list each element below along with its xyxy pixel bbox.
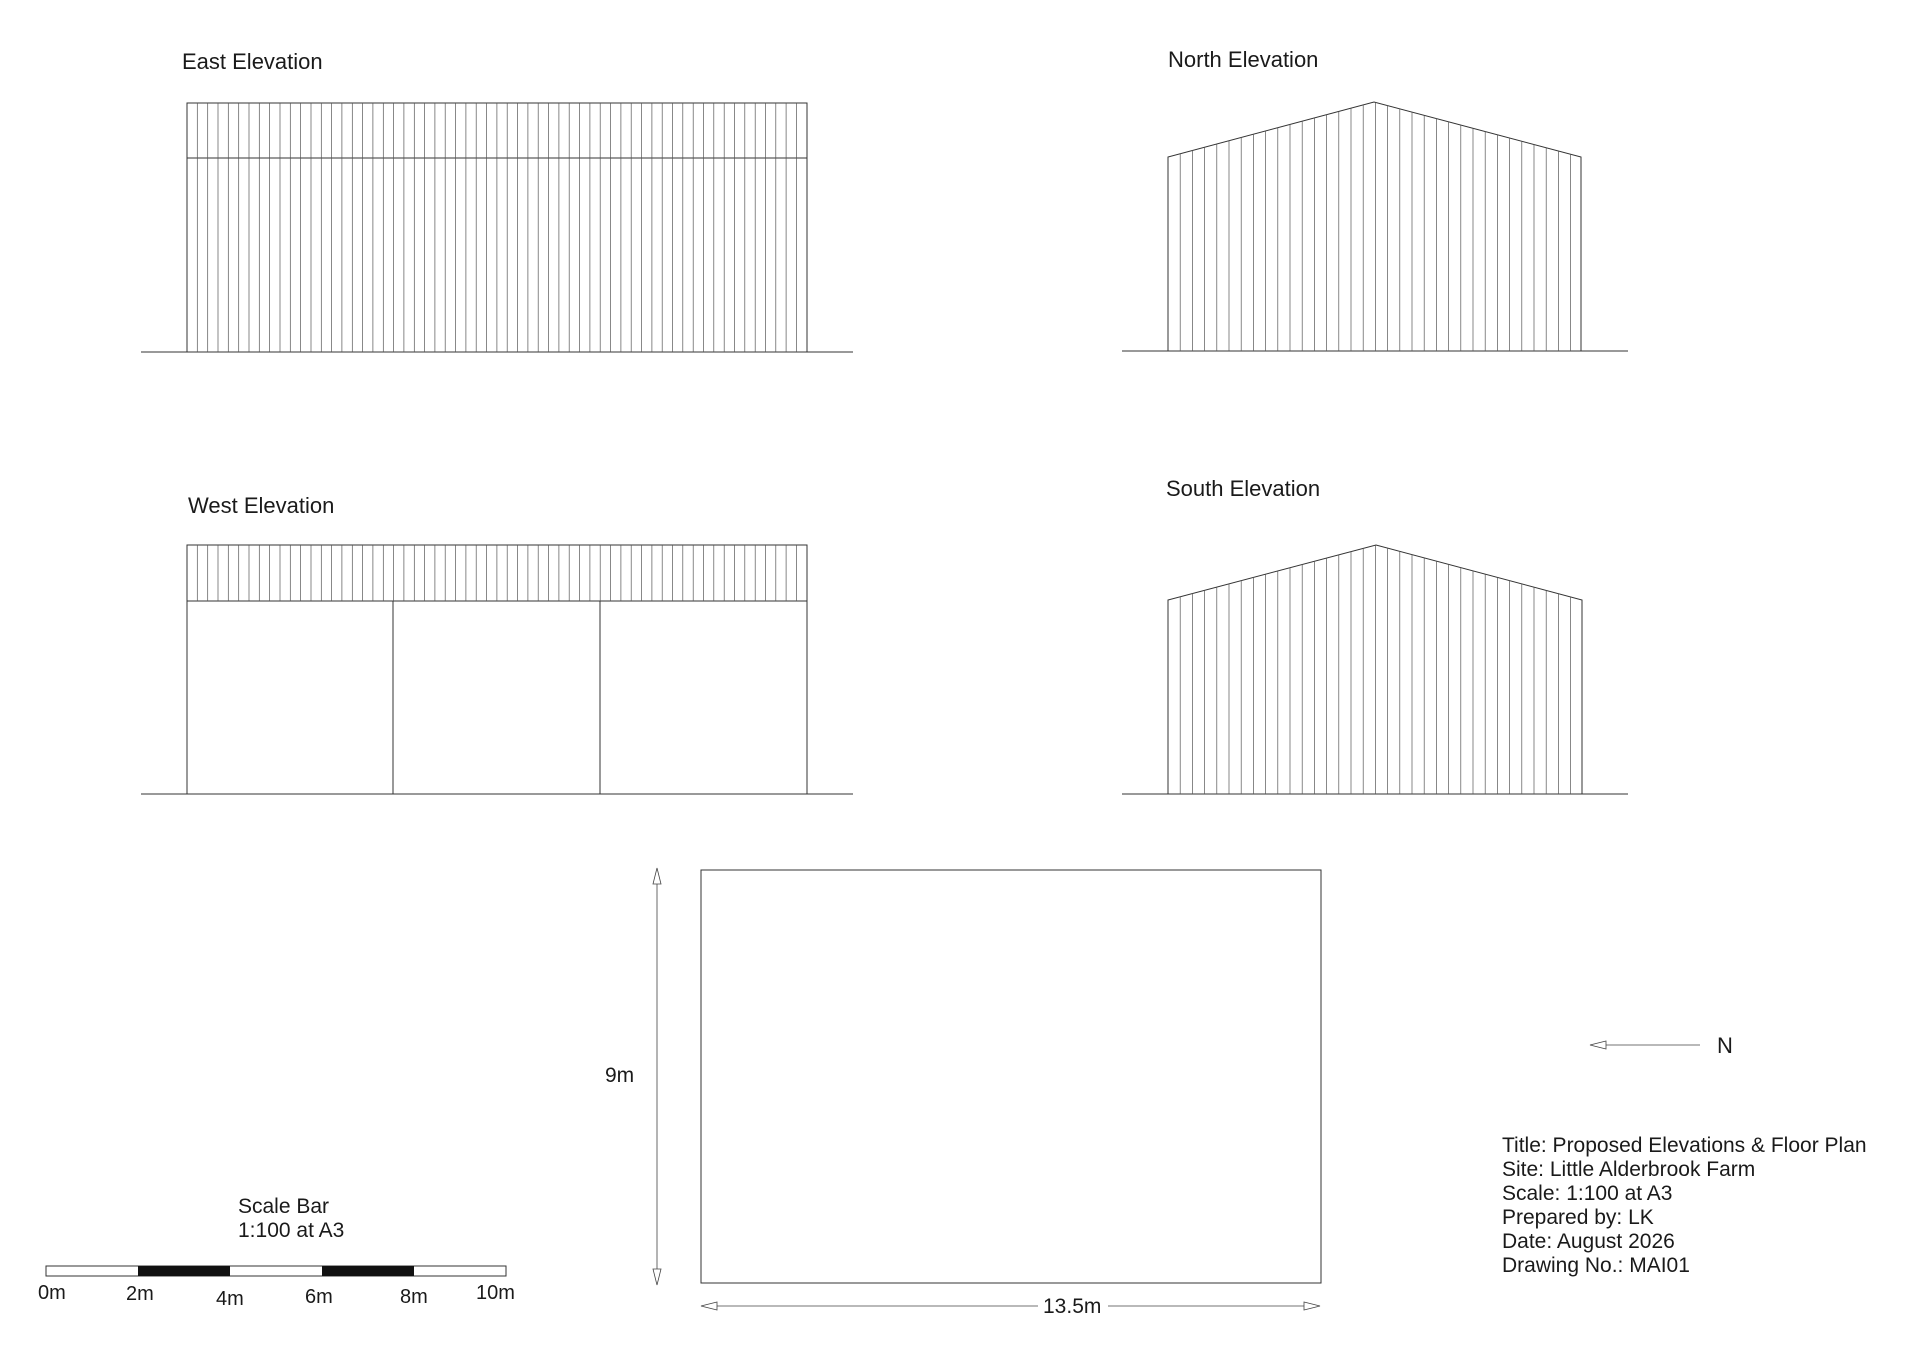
width-arrow-right (1303, 1301, 1321, 1311)
width-arrow-left (700, 1301, 718, 1311)
scale-bar-title: Scale Bar (238, 1195, 329, 1218)
depth-arrow-top (652, 867, 662, 885)
south-cladding (1179, 545, 1571, 794)
depth-dimension-label: 9m (605, 1064, 634, 1087)
scale-bar-subtitle: 1:100 at A3 (238, 1219, 344, 1242)
scale-bar-tick-label: 6m (305, 1286, 333, 1308)
floor-plan: 9m 13.5m (605, 867, 1322, 1318)
width-dimension: 13.5m (700, 1294, 1321, 1318)
scale-bar-segment-dark (138, 1266, 230, 1276)
north-elevation: North Elevation (1122, 47, 1628, 352)
north-cladding (1179, 102, 1571, 351)
scale-bar-tick-label: 2m (126, 1283, 154, 1305)
scale-bar-segment-dark (322, 1266, 414, 1276)
title-block-site: Site: Little Alderbrook Farm (1502, 1158, 1755, 1181)
east-elevation-label: East Elevation (182, 49, 323, 74)
scale-bar: Scale Bar 1:100 at A3 0m 2m 4m 6m 8m 10m (38, 1195, 515, 1310)
scale-bar-tick-label: 8m (400, 1286, 428, 1308)
floor-plan-outline (700, 869, 1322, 1284)
title-block: Title: Proposed Elevations & Floor Plan … (1502, 1134, 1867, 1277)
west-elevation: West Elevation (141, 493, 853, 795)
depth-dimension: 9m (605, 867, 662, 1286)
scale-bar-tick-label: 4m (216, 1288, 244, 1310)
south-elevation: South Elevation (1122, 476, 1628, 795)
north-arrow-head-icon (1589, 1040, 1607, 1050)
title-block-date: Date: August 2026 (1502, 1230, 1675, 1253)
width-dimension-label: 13.5m (1043, 1295, 1101, 1318)
north-elevation-label: North Elevation (1168, 47, 1318, 72)
title-block-drawing-no: Drawing No.: MAI01 (1502, 1254, 1690, 1277)
title-block-title: Title: Proposed Elevations & Floor Plan (1502, 1134, 1867, 1157)
north-gable-outline (1167, 101, 1582, 352)
west-elevation-label: West Elevation (188, 493, 334, 518)
scale-bar-tick-label: 0m (38, 1282, 66, 1304)
north-arrow: N (1589, 1033, 1733, 1058)
width-label-mask (1038, 1294, 1108, 1316)
south-gable-outline (1167, 544, 1583, 795)
north-arrow-label: N (1717, 1033, 1733, 1058)
scale-bar-frame (45, 1265, 507, 1277)
title-block-prepared-by: Prepared by: LK (1502, 1206, 1654, 1229)
east-cladding (196, 103, 797, 352)
scale-bar-tick-label: 10m (476, 1282, 515, 1304)
south-elevation-label: South Elevation (1166, 476, 1320, 501)
depth-arrow-bottom (652, 1268, 662, 1286)
title-block-scale: Scale: 1:100 at A3 (1502, 1182, 1672, 1205)
east-elevation: East Elevation (141, 49, 853, 353)
west-cladding (196, 545, 797, 601)
